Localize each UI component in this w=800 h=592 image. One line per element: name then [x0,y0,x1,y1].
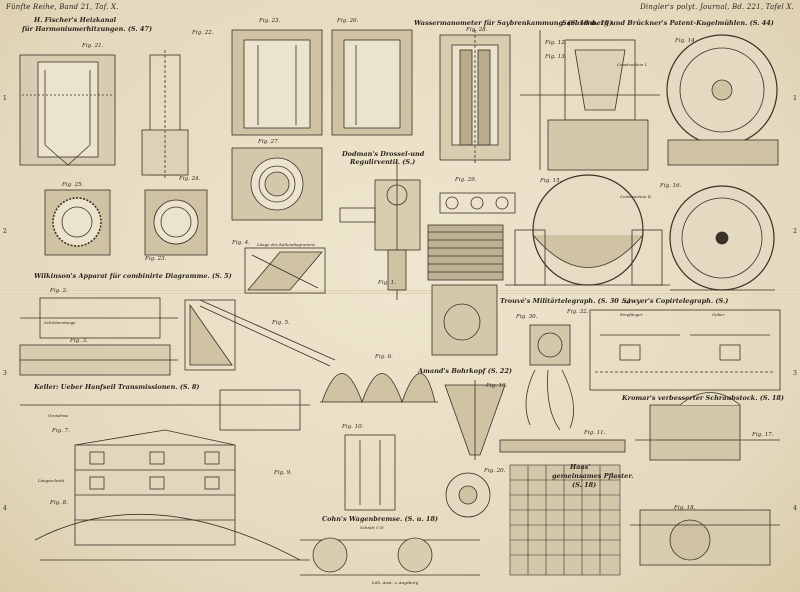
edge-mark-left-3: 3 [3,370,7,377]
fig-label-18: Fig. 18. [674,505,696,511]
haas-paving [509,464,621,576]
fig-label-27: Fig. 27. [258,139,280,145]
edge-mark-right-1: 1 [793,95,797,102]
dodman-valve [339,160,421,300]
label-construction-2: Construction II. [620,194,653,199]
sawyer-circuit [589,309,781,391]
fig16-drum [669,185,775,291]
edge-mark-right-4: 4 [793,505,797,512]
fig-label-16: Fig. 16. [660,183,682,189]
caption-kromar: Kromar's verbesserter Schraubstock. (S. … [622,394,785,402]
caption-haas-3: (S. 18) [572,481,597,489]
edge-mark-right-2: 2 [793,228,797,235]
caption-sachsenberg: Sachsenberg und Brückner's Patent-Kugelm… [562,19,774,27]
caption-trouve: Trouvé's Militärtelegraph. (S. 30 ...) [500,297,631,305]
fig-label-11: Fig. 11. [584,430,606,436]
cohn-brake [300,537,480,576]
caption-dodman: Dodman's Drossel-und [342,150,425,158]
fig10-frame [344,434,396,511]
fig14-wheel [666,34,779,166]
trouve-telegraph [525,324,574,431]
fig-label-25: Fig. 25. [62,182,84,188]
fig-label-30: Fig. 30. [516,314,538,320]
fig-label-10: Fig. 10. [342,424,364,430]
caption-amand: Amand's Bohrkopf (S. 22) [418,367,512,375]
fig29-parts [439,192,516,214]
fig-label-21: Fig. 21. [82,43,104,49]
fig-label-17: Fig. 17. [752,432,774,438]
caption-keller: Keller: Ueber Hanfseil Transmissionen. (… [34,383,200,391]
fig20-wheel [445,472,491,518]
fig27-ring [231,147,323,221]
fig13-mill [520,30,660,171]
fig-label-14: Fig. 14. [675,38,697,44]
fig-label-7: Fig. 7. [52,428,70,434]
caption-cohn-sub: Schnitt C-D [360,525,384,530]
caption-fischer-2: für Harmoniumerhitzungen. (S. 47) [22,25,153,33]
edge-mark-left-1: 1 [3,95,7,102]
paper-fold [0,290,800,294]
caption-haas: Haas' [570,463,591,471]
fig-label-1: Fig. 1. [378,280,396,286]
fig-label-3: Fig. 3. [70,338,88,344]
fig-label-23a: Fig. 23. [259,18,281,24]
telegraph-drum [427,224,504,356]
fig-label-32: Fig. 32. [567,309,589,315]
caption-wassermanometer: Wassermanometer für Saybrenkammung. (S. … [414,19,613,27]
fig-label-5: Fig. 5. [272,320,290,326]
label-laenge: Länge des Kaltendiagramms [257,242,315,247]
fig26-section [331,29,413,136]
edge-mark-left-4: 4 [3,505,7,512]
edge-mark-right-3: 3 [793,370,797,377]
fig4-diagram [244,247,326,294]
caption-wilkinson: Wilkinson's Apparat für combinirte Diagr… [34,272,232,280]
printer-credit: Lith. Anst. v. Augsburg [372,580,419,585]
fig-label-19: Fig. 19. [486,383,508,389]
fig-label-15: Fig. 15. [540,178,562,184]
caption-fischer: H. Fischer's Heizkanal [34,16,117,24]
fig22-chimney [141,50,189,180]
edge-mark-left-2: 2 [3,228,7,235]
caption-haas-2: gemeinsames Pflaster. [552,472,634,480]
label-laengsschnitt: Längsschnitt [38,478,65,483]
amand-drill [444,380,506,460]
fig-label-28: Fig. 28. [466,27,488,33]
label-empfaenger: Empfänger [620,312,643,317]
fig-label-4: Fig. 4. [232,240,250,246]
fig-label-6: Fig. 6. [375,354,393,360]
label-grundriss: Grundriss [48,413,69,418]
wilkinson-apparatus [19,297,336,376]
fig-label-9: Fig. 9. [274,470,292,476]
fig-label-29: Fig. 29. [455,177,477,183]
fig-label-23b: Fig. 23. [145,256,167,262]
fig17-vise [635,392,780,461]
plate-header-right: Dingler's polyt. Journal, Bd. 221, Tafel… [640,3,794,11]
fig-label-8: Fig. 8. [50,500,68,506]
fig-label-22: Fig. 22. [192,30,214,36]
fig15-ball-mill [505,174,670,286]
fig6-waves [320,373,438,404]
fig18-vise [630,509,780,566]
fig-label-12: Fig. 12. [545,40,567,46]
fig-label-26: Fig. 26. [337,18,359,24]
label-construction-1: Construction I. [617,62,648,67]
fig23-section [231,29,323,136]
fig25-fig24-circles [44,189,208,256]
caption-sawyer: Sawyer's Copirtelegraph. (S.) [622,297,729,305]
fig-label-24: Fig. 24. [179,176,201,182]
caption-dodman-2: Regulirventil. (S.) [350,158,416,166]
caption-cohn: Cohn's Wagenbremse. (S. u. 18) [322,515,438,523]
manometer [439,30,511,165]
label-geber: Geber [712,312,725,317]
fig11-rail [499,439,626,453]
keller-building [20,389,310,561]
fig-label-13: Fig. 13. [545,54,567,60]
plate-header-left: Fünfte Reihe, Band 21, Taf. X. [6,3,119,11]
fig-label-20: Fig. 20. [484,468,506,474]
label-schieberstange: Schieberstange [44,320,76,325]
fig21-heating-channel [19,54,116,166]
fig-label-2: Fig. 2. [50,288,68,294]
